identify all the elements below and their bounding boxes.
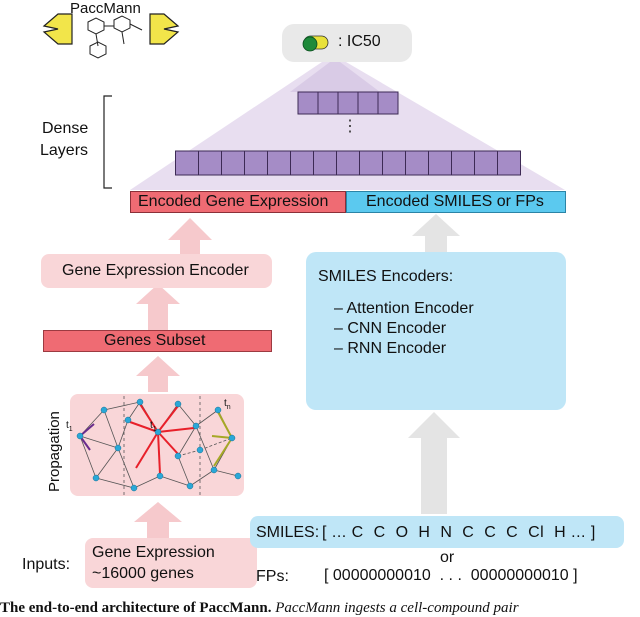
smiles-encoders-title: SMILES Encoders: xyxy=(318,268,454,285)
gene-expression-input-line2: ~16000 genes xyxy=(92,565,194,582)
dense-bottom-cell-7 xyxy=(313,150,337,176)
inputs-label: Inputs: xyxy=(22,556,71,573)
gene-branch-arrows xyxy=(134,218,212,540)
dense-top-cell-1 xyxy=(297,91,319,115)
funnel-top xyxy=(290,62,380,92)
dense-separator: ⋮ xyxy=(342,118,358,135)
dense-bottom-cell-11 xyxy=(405,150,429,176)
smiles-encoder-item-cnn: – CNN Encoder xyxy=(334,320,447,337)
propagation-graph-nodes xyxy=(76,398,242,492)
propagation-tn-arrows xyxy=(211,411,233,467)
gene-expression-input-box xyxy=(85,538,257,588)
dense-bottom-cell-6 xyxy=(290,150,314,176)
smiles-encoder-item-attention: – Attention Encoder xyxy=(334,300,474,317)
dense-top-cell-4 xyxy=(357,91,379,115)
fps-input-sequence: [ 00000000010 . . . 00000000010 ] xyxy=(324,567,578,584)
gene-expression-encoder-box xyxy=(41,254,272,288)
encoded-smiles-label: Encoded SMILES or FPs xyxy=(366,193,544,210)
or-label: or xyxy=(440,549,455,566)
dense-bottom-cell-2 xyxy=(198,150,222,176)
smiles-input-box xyxy=(250,516,624,548)
dense-bottom-cell-4 xyxy=(244,150,268,176)
dense-bottom-cell-3 xyxy=(221,150,245,176)
encoded-gene-expression-label: Encoded Gene Expression xyxy=(138,193,329,210)
propagation-box xyxy=(70,394,244,496)
smiles-branch-arrows xyxy=(408,214,460,514)
gene-expression-encoder-label: Gene Expression Encoder xyxy=(62,262,249,279)
dense-bottom-cell-9 xyxy=(359,150,383,176)
encoded-gene-expression-bar xyxy=(130,191,346,213)
smiles-input-sequence: [ ... C C O H N C C C Cl H ... ] xyxy=(322,524,596,541)
gene-expression-input-line1: Gene Expression xyxy=(92,544,215,561)
genes-subset-label: Genes Subset xyxy=(104,332,206,349)
dense-bottom-cell-14 xyxy=(474,150,498,176)
figure-caption: The end-to-end architecture of PaccMann.… xyxy=(0,600,519,616)
paccmann-label: PaccMann xyxy=(70,0,141,17)
t1-label: t1 xyxy=(66,420,73,433)
smiles-encoders-box xyxy=(306,252,566,410)
dense-bottom-cell-8 xyxy=(336,150,360,176)
dense-bottom-cell-13 xyxy=(451,150,475,176)
dense-layer-bottom xyxy=(175,150,521,176)
pill-icon-overlay xyxy=(302,35,329,52)
dense-bottom-cell-5 xyxy=(267,150,291,176)
dense-bottom-cell-12 xyxy=(428,150,452,176)
smiles-input-label: SMILES: xyxy=(256,524,320,541)
genes-subset-box xyxy=(43,330,272,352)
propagation-label: Propagation xyxy=(46,411,63,492)
paccmann-logo xyxy=(42,13,180,59)
dense-layers-label-2: Layers xyxy=(40,142,89,159)
encoded-smiles-bar xyxy=(346,191,566,213)
dense-layers-label-1: Dense xyxy=(42,120,89,137)
propagation-red-arrows xyxy=(129,403,195,475)
t1-center-label: t1 xyxy=(150,420,157,433)
dense-top-cell-3 xyxy=(337,91,359,115)
dense-top-cell-5 xyxy=(377,91,399,115)
smiles-encoder-item-rnn: – RNN Encoder xyxy=(334,340,447,357)
dense-bottom-cell-15 xyxy=(497,150,521,176)
dense-bottom-cell-10 xyxy=(382,150,406,176)
dense-bottom-cell-1 xyxy=(175,150,199,176)
fps-input-label: FPs: xyxy=(256,568,289,585)
dense-layer-top xyxy=(297,91,399,115)
ic50-label: : IC50 xyxy=(338,33,381,50)
dense-top-cell-2 xyxy=(317,91,339,115)
tn-label: tn xyxy=(224,398,231,411)
dense-layers-bracket xyxy=(103,95,112,189)
